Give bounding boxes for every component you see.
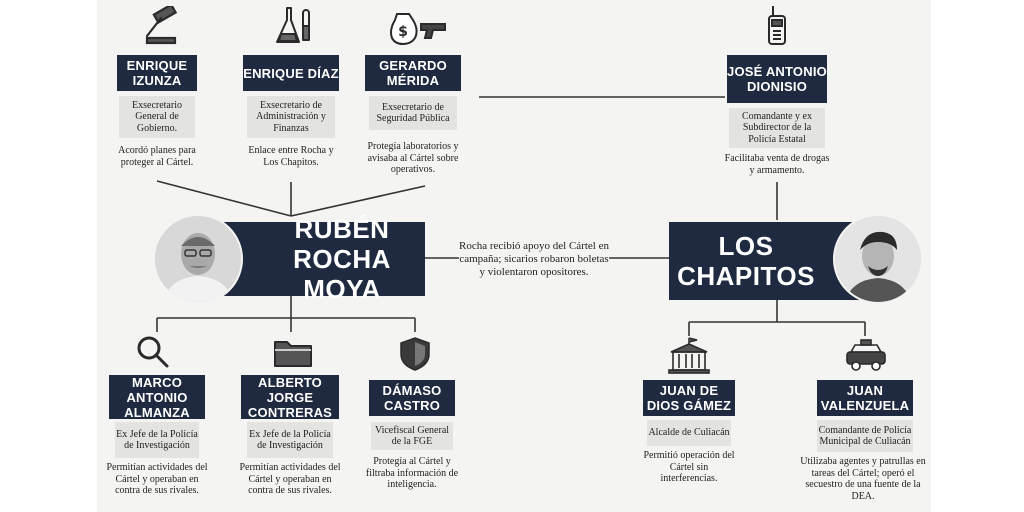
gavel-icon: [145, 6, 178, 45]
chapitos-box: LOS CHAPITOS: [669, 222, 859, 300]
role-box: Ex Jefe de la Policía de Investigación: [115, 422, 199, 458]
chapitos-photo: [833, 214, 923, 304]
note-text: Protegía al Cártel y filtraba informació…: [365, 456, 459, 490]
money-gun-icon: $: [390, 13, 446, 46]
portrait-image: [155, 216, 241, 302]
center-note: Rocha recibió apoyo del Cártel en campañ…: [459, 240, 609, 278]
role-box: Exsecretario General de Gobierno.: [119, 96, 195, 138]
note-text: Facilitaba venta de drogas y armamento.: [724, 153, 830, 176]
role-box: Exsecretario de Seguridad Pública: [369, 96, 457, 130]
name-box: JUAN VALENZUELA: [817, 380, 913, 416]
role-box: Alcalde de Culiacán: [647, 420, 731, 446]
note-text: Acordó planes para proteger al Cártel.: [118, 145, 196, 168]
name-box: MARCO ANTONIO ALMANZA: [109, 375, 205, 420]
rocha-box: RUBÉN ROCHA MOYA: [217, 214, 425, 304]
svg-text:$: $: [398, 24, 408, 40]
role-box: Ex Jefe de la Policía de Investigación: [247, 422, 333, 458]
role-box: Comandante y ex Subdirector de la Policí…: [729, 108, 825, 148]
name-box: ENRIQUE DÍAZ: [243, 55, 339, 91]
folder-icon: [274, 341, 312, 367]
note-text: Enlace entre Rocha y Los Chapitos.: [248, 145, 334, 168]
note-text: Protegía laboratorios y avisaba al Cárte…: [367, 141, 459, 175]
chapitos-label: LOS CHAPITOS: [677, 231, 815, 291]
flask-icon: [276, 7, 310, 43]
role-box: Exsecretario de Administración y Finanza…: [247, 96, 335, 138]
police-car-icon: [846, 339, 886, 371]
name-box: DÁMASO CASTRO: [369, 380, 455, 416]
magnifier-icon: [137, 336, 169, 368]
radio-icon: [768, 6, 786, 45]
note-text: Utilizaba agentes y patrullas en tareas …: [800, 456, 926, 502]
name-box: JUAN DE DIOS GÁMEZ: [643, 380, 735, 416]
note-text: Permitían actividades del Cártel y opera…: [239, 462, 341, 496]
name-box: GERARDO MÉRIDA: [365, 55, 461, 91]
connector-lines: [156, 96, 866, 336]
name-box: ALBERTO JORGE CONTRERAS: [241, 375, 339, 420]
rocha-label: RUBÉN ROCHA MOYA: [293, 214, 391, 304]
note-text: Permitían actividades del Cártel y opera…: [106, 462, 208, 496]
role-box: Vicefiscal General de la FGE: [371, 422, 453, 450]
portrait-image: [835, 216, 921, 302]
diagram-canvas: $: [97, 0, 931, 512]
shield-icon: [400, 337, 430, 371]
rocha-photo: [153, 214, 243, 304]
role-box: Comandante de Policía Municipal de Culia…: [817, 420, 913, 452]
note-text: Permitió operación del Cártel sin interf…: [643, 450, 735, 484]
name-box: ENRIQUE IZUNZA: [117, 55, 197, 91]
name-box: JOSÉ ANTONIO DIONISIO: [727, 55, 827, 103]
building-icon: [668, 337, 710, 374]
